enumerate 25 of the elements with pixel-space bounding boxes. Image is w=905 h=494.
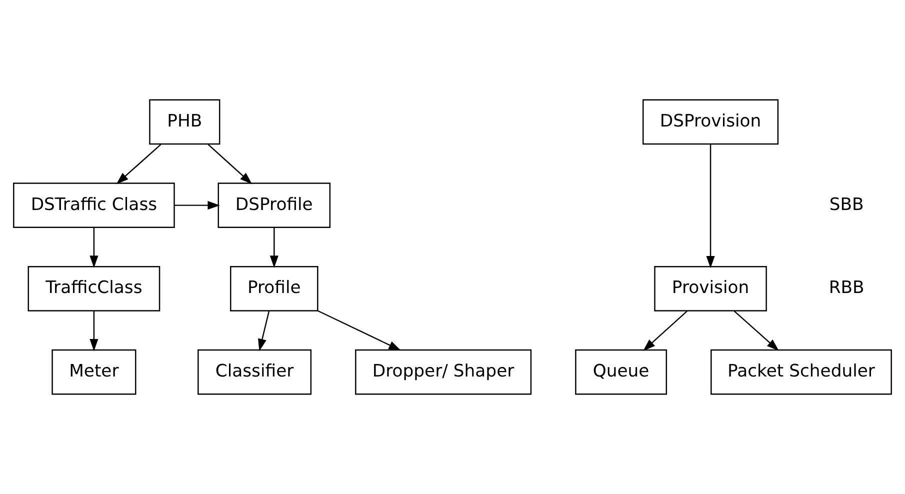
arrow bbox=[317, 310, 401, 351]
arrow bbox=[270, 228, 278, 268]
arrow bbox=[734, 310, 779, 351]
arrow bbox=[90, 228, 98, 268]
arrow bbox=[706, 144, 715, 268]
node-box: Dropper/ Shaper bbox=[355, 349, 532, 395]
label: RBB bbox=[828, 278, 864, 298]
arrow bbox=[208, 144, 252, 184]
node-box: DSTraffic Class bbox=[13, 182, 175, 228]
arrow bbox=[258, 311, 270, 352]
arrow bbox=[90, 311, 98, 352]
node-box: Profile bbox=[230, 266, 318, 312]
node-box: DSProvision bbox=[642, 99, 779, 145]
node-box: TrafficClass bbox=[28, 266, 160, 312]
arrow bbox=[643, 310, 688, 351]
node-box: Queue bbox=[575, 349, 668, 395]
label: SBB bbox=[829, 194, 864, 215]
arrow bbox=[116, 144, 162, 184]
node-box: DSProfile bbox=[218, 182, 331, 228]
arrow bbox=[174, 201, 220, 210]
node-box: Meter bbox=[52, 349, 136, 395]
node-box: Classifier bbox=[198, 349, 312, 395]
node-box: Packet Scheduler bbox=[710, 349, 892, 395]
node-box: Provision bbox=[654, 266, 767, 312]
node-box: PHB bbox=[149, 99, 220, 145]
